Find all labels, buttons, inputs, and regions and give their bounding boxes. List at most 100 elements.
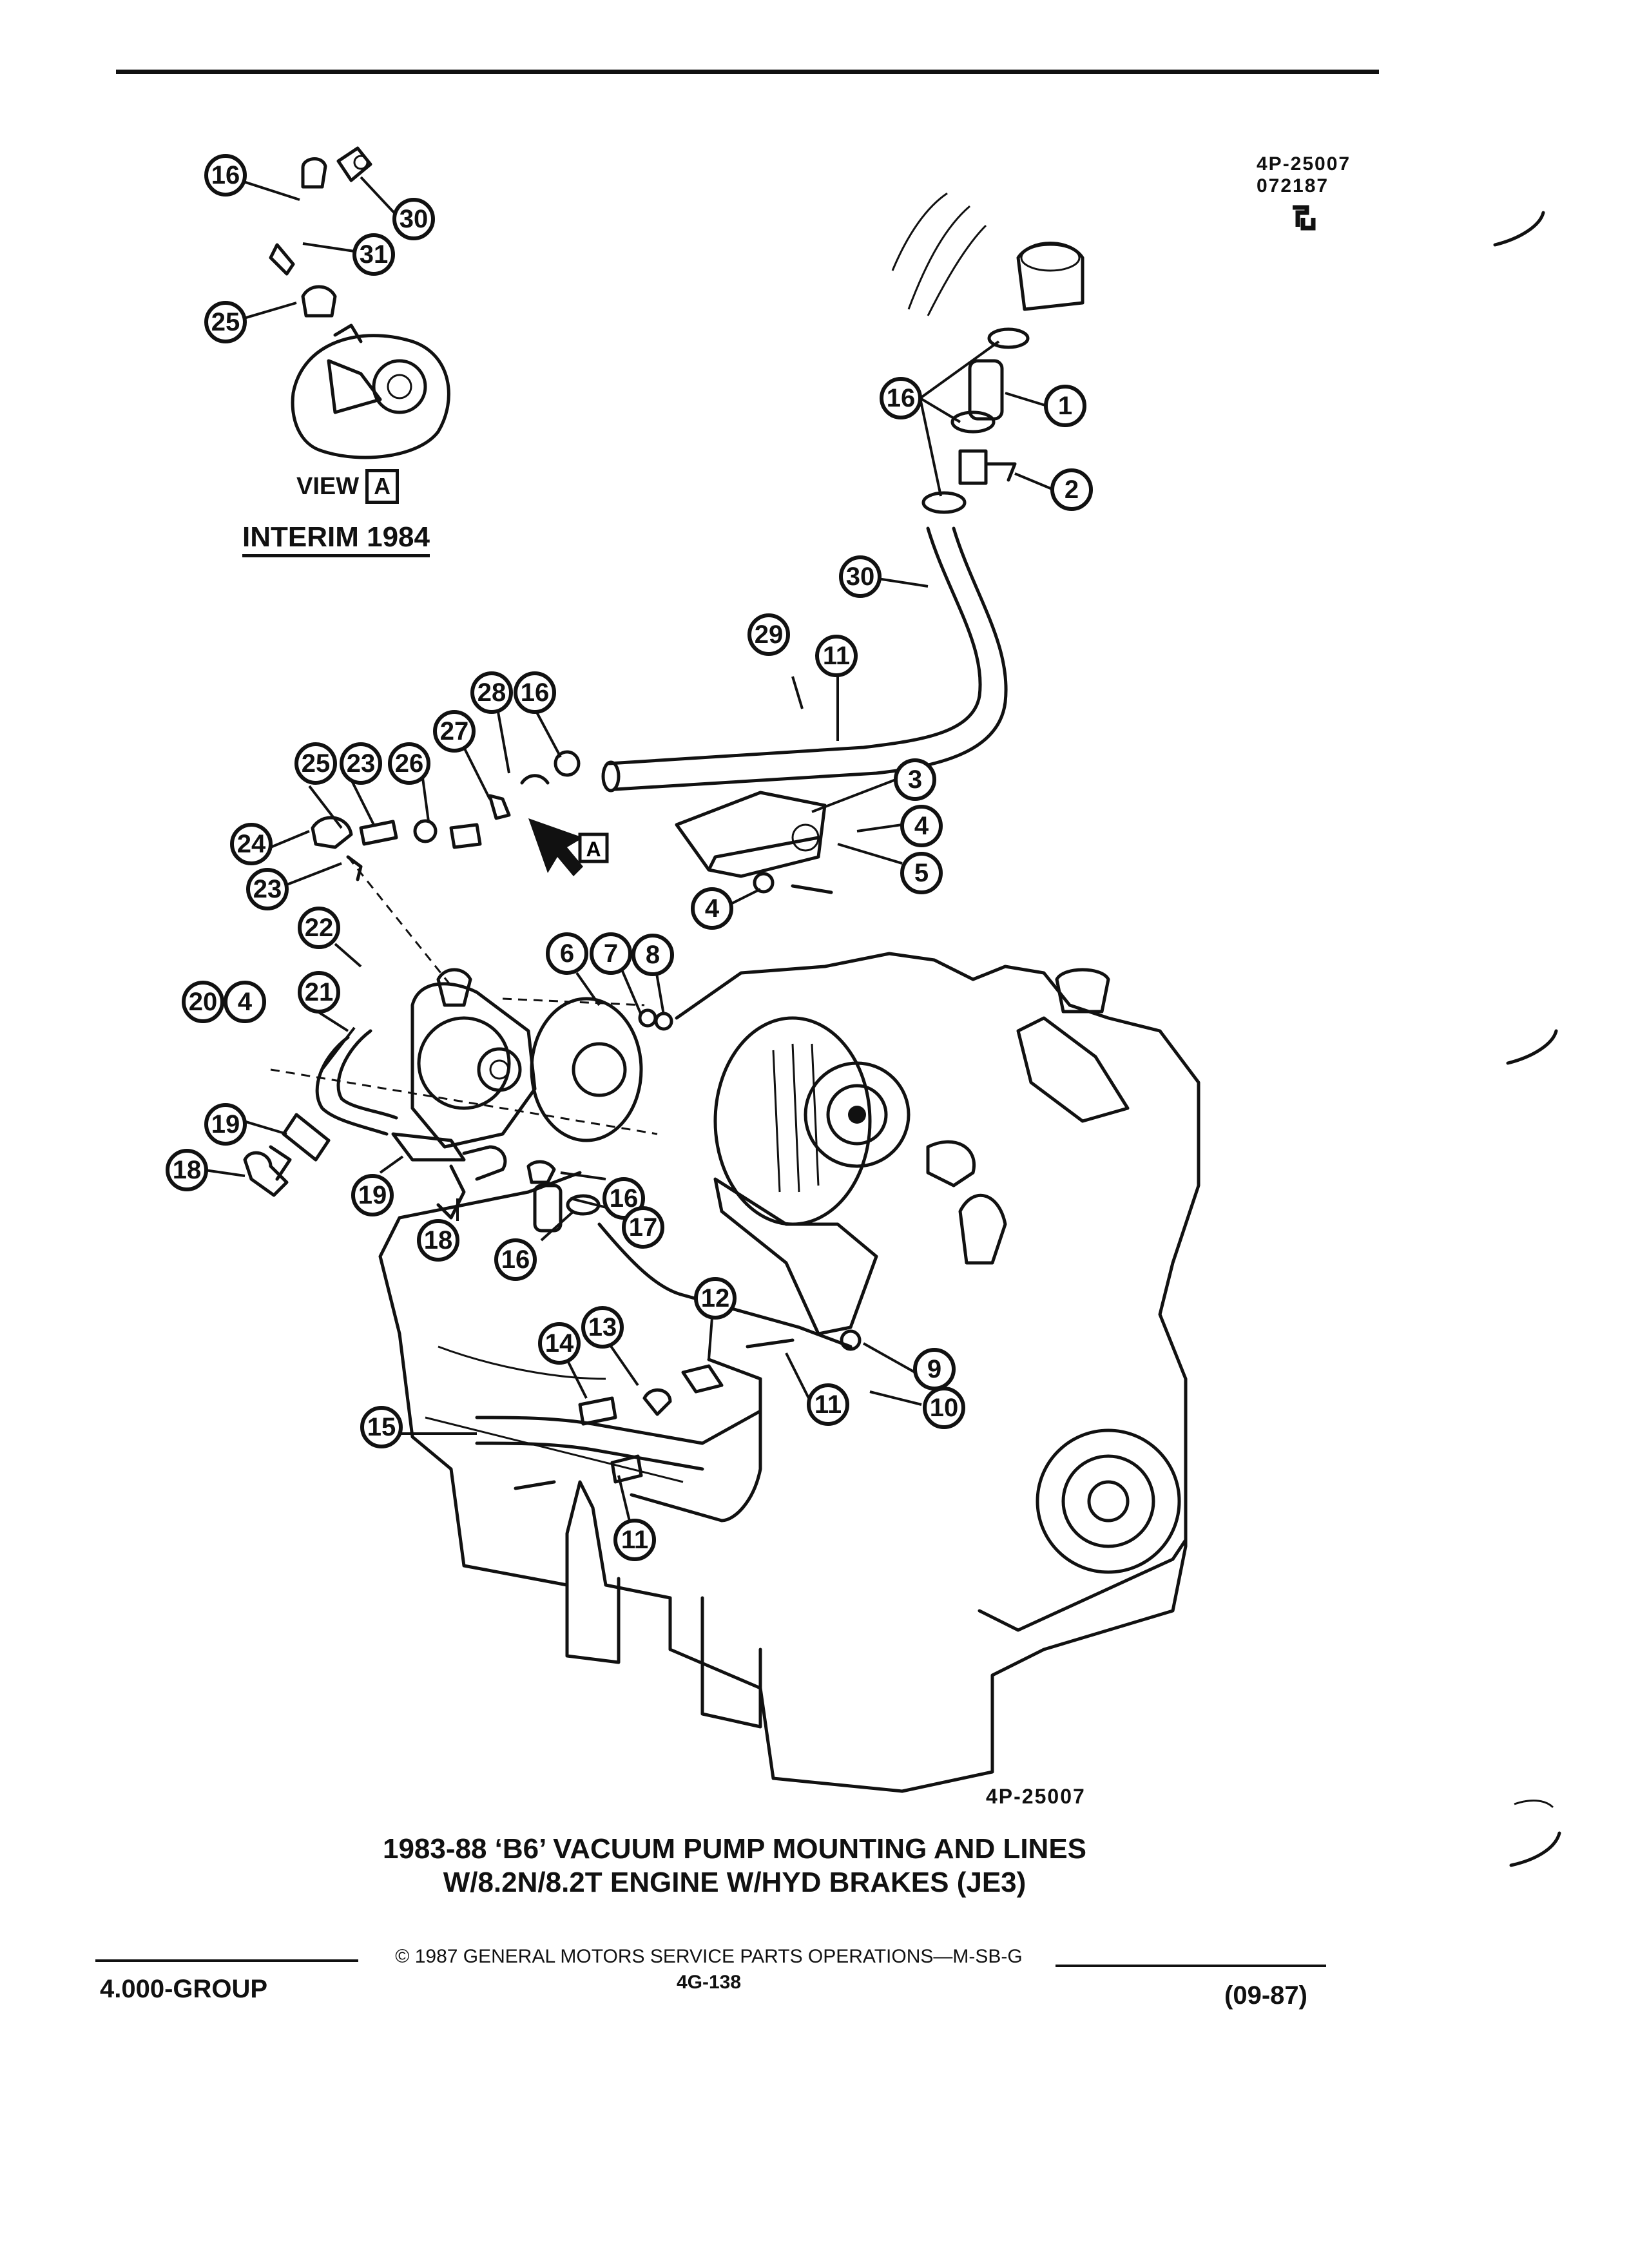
callout-5: 5 [900,852,943,894]
callout-inset-31: 31 [352,233,395,276]
left-lines [243,1029,853,1349]
svg-text:17: 17 [629,1213,658,1242]
svg-text:30: 30 [846,562,875,591]
svg-text:16: 16 [610,1184,639,1213]
vacuum-hose [601,526,1008,793]
callout-23b: 23 [246,868,289,910]
footer-rule-left [95,1959,358,1962]
callout-30: 30 [839,555,882,598]
inset-view-label: VIEW A [296,469,400,504]
callout-4c: 4 [224,981,266,1023]
engine-block [378,952,1200,1793]
svg-text:12: 12 [701,1284,730,1312]
view-a-arrow: A [528,818,609,876]
callout-inset-16: 16 [204,154,247,197]
callout-6: 6 [546,932,588,975]
svg-text:18: 18 [173,1156,202,1184]
svg-text:29: 29 [755,620,784,649]
top-rule [116,70,1379,74]
svg-text:9: 9 [927,1355,941,1383]
callout-20: 20 [182,981,224,1023]
callout-18b: 18 [417,1219,459,1262]
svg-text:31: 31 [360,240,389,269]
fittings-cluster [311,750,581,881]
callout-leaders [204,176,1054,1524]
svg-text:16: 16 [887,384,916,412]
callout-17: 17 [622,1206,664,1249]
callout-2: 2 [1050,468,1093,511]
figure-title-line1: 1983-88 ‘B6’ VACUUM PUMP MOUNTING AND LI… [382,1833,1087,1865]
callout-13: 13 [581,1306,624,1349]
view-label-text: VIEW [296,472,360,500]
svg-text:23: 23 [253,875,282,903]
svg-text:16: 16 [211,161,240,189]
svg-text:2: 2 [1065,476,1079,504]
footer-group: 4.000-GROUP [100,1975,268,2003]
inset-pump-drawing [269,146,450,459]
callout-15: 15 [360,1406,403,1448]
svg-text:1: 1 [1058,392,1072,420]
callout-27: 27 [433,710,476,753]
su-logo-icon [1287,201,1320,233]
svg-text:28: 28 [477,678,506,707]
vacuum-pump [410,968,673,1149]
svg-text:19: 19 [358,1181,387,1209]
view-arrow-letter: A [586,838,601,861]
callout-16b: 16 [514,671,556,714]
svg-text:23: 23 [347,749,376,778]
svg-text:4: 4 [705,894,720,923]
callout-9: 9 [913,1348,956,1390]
callout-8: 8 [631,934,674,976]
svg-text:27: 27 [440,717,469,745]
callout-23a: 23 [340,742,382,785]
svg-text:24: 24 [237,830,266,858]
callout-1: 1 [1044,385,1086,427]
callout-16c: 16 [602,1177,645,1220]
callout-24: 24 [230,823,273,865]
callout-16d: 16 [494,1238,537,1281]
callout-19a: 19 [204,1103,247,1146]
callout-26: 26 [388,742,430,785]
svg-text:10: 10 [930,1394,959,1422]
callout-inset-30: 30 [392,198,435,240]
svg-text:3: 3 [908,765,922,794]
figure-code: 4P-25007 [986,1785,1086,1808]
svg-text:25: 25 [211,308,240,336]
wheel-arcs [891,192,1084,316]
svg-text:7: 7 [604,939,618,968]
callout-3: 3 [894,758,936,801]
lower-lines [475,1338,795,1523]
callout-12: 12 [694,1277,737,1320]
footer-date: (09-87) [1224,1981,1307,2010]
callout-29: 29 [747,613,790,656]
binder-marks [1493,211,1561,1867]
svg-text:22: 22 [305,914,334,942]
inset-interim-label: INTERIM 1984 [242,521,430,557]
svg-text:19: 19 [211,1110,240,1139]
svg-text:11: 11 [823,642,850,670]
callout-18a: 18 [166,1149,208,1191]
callout-11b: 11 [807,1383,849,1426]
callout-inset-25: 25 [204,301,247,343]
svg-text:4: 4 [914,812,929,840]
callout-10: 10 [923,1387,965,1429]
svg-text:15: 15 [367,1413,396,1441]
header-ref-date: 072187 [1257,175,1329,197]
callout-14: 14 [538,1322,581,1365]
footer-copyright: © 1987 GENERAL MOTORS SERVICE PARTS OPER… [395,1946,1023,1967]
svg-text:16: 16 [521,678,550,707]
callout-28: 28 [470,671,513,714]
svg-text:26: 26 [395,749,424,778]
callout-7: 7 [590,932,632,975]
svg-text:8: 8 [646,941,660,969]
hose-bracket [675,791,833,894]
callout-4b: 4 [691,887,733,930]
callout-22: 22 [298,907,340,949]
svg-text:21: 21 [305,978,334,1006]
svg-text:11: 11 [621,1526,648,1554]
svg-text:13: 13 [588,1313,617,1341]
svg-text:25: 25 [302,749,331,778]
callout-4a: 4 [900,805,943,847]
svg-text:6: 6 [560,939,574,968]
